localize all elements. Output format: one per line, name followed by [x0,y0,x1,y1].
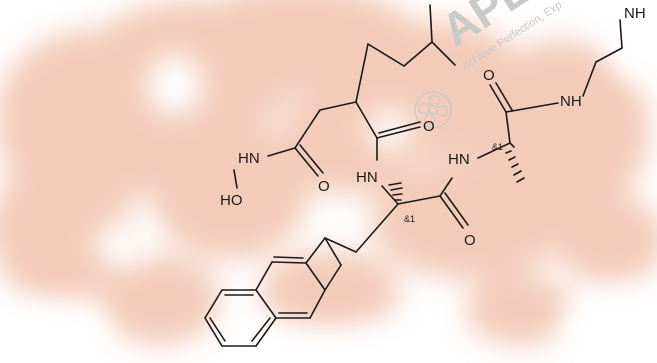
bond [595,47,623,63]
atom-label-terminal-nh: NH [624,5,646,22]
bond [381,185,399,205]
bond [271,261,307,264]
bond [505,111,511,144]
bond [255,289,277,319]
atom-labels: HN HO O HN O HN O O NH NH &1 &1 [220,5,646,249]
bond [251,317,271,342]
atom-label-hydroxyl: HO [220,192,243,209]
bond [439,195,464,229]
bg-hole [560,295,657,363]
bond [582,61,597,97]
bond [324,237,342,266]
background-blobs [0,0,657,345]
watermark-logo-icon [414,91,452,129]
bond [299,144,324,174]
bond [378,121,421,134]
stereo-hash-bonds [388,142,525,201]
bg-hole [147,55,203,115]
bond [355,203,399,253]
atom-label-amide3-nh: HN [448,151,470,168]
bond [376,126,421,139]
bg-blob [260,250,400,330]
bond [204,289,223,319]
bg-hole [610,0,657,80]
atom-label-hydroxylamine-nh: HN [238,150,260,167]
bond [367,43,405,67]
bond [495,82,513,111]
bg-blob [100,255,220,345]
bond [233,169,238,189]
atom-label-amide2-oxygen: O [423,118,435,135]
bond [403,41,433,67]
bond [619,19,623,49]
atom-label-amide4-oxygen: O [483,67,495,84]
bg-blob [465,275,575,345]
bond [505,102,559,113]
stereo-label-naphthylalanine: &1 [404,214,415,224]
bond [477,142,511,159]
bg-hole [96,223,144,267]
bg-hole [0,305,105,363]
bond [324,264,342,291]
bond [324,237,357,253]
bond [204,317,223,347]
bond [294,109,321,149]
bond [305,237,326,264]
bond [255,261,273,291]
bond [294,147,319,177]
bg-blob [555,195,657,285]
hash-wedge [388,182,403,201]
bond [255,317,277,347]
bond-lines [204,4,623,347]
bg-blob [0,155,130,305]
bond [319,101,357,111]
bond [355,43,369,103]
bond [439,177,453,197]
bond [309,289,326,319]
hash-wedge [505,142,525,183]
bond [267,147,296,157]
bond [397,195,441,205]
stereo-label-alanine: &1 [492,142,503,152]
atom-label-amide2-nh: HN [356,169,378,186]
bond [489,84,507,113]
atom-label-amide4-nh: NH [560,93,582,110]
atom-label-amide3-oxygen: O [464,232,476,249]
bg-hole [250,337,430,363]
bond [355,101,378,139]
bond [305,262,326,291]
bond [444,192,469,226]
atom-label-amide1-oxygen: O [318,178,330,195]
bond [209,317,226,342]
bond [273,256,304,259]
